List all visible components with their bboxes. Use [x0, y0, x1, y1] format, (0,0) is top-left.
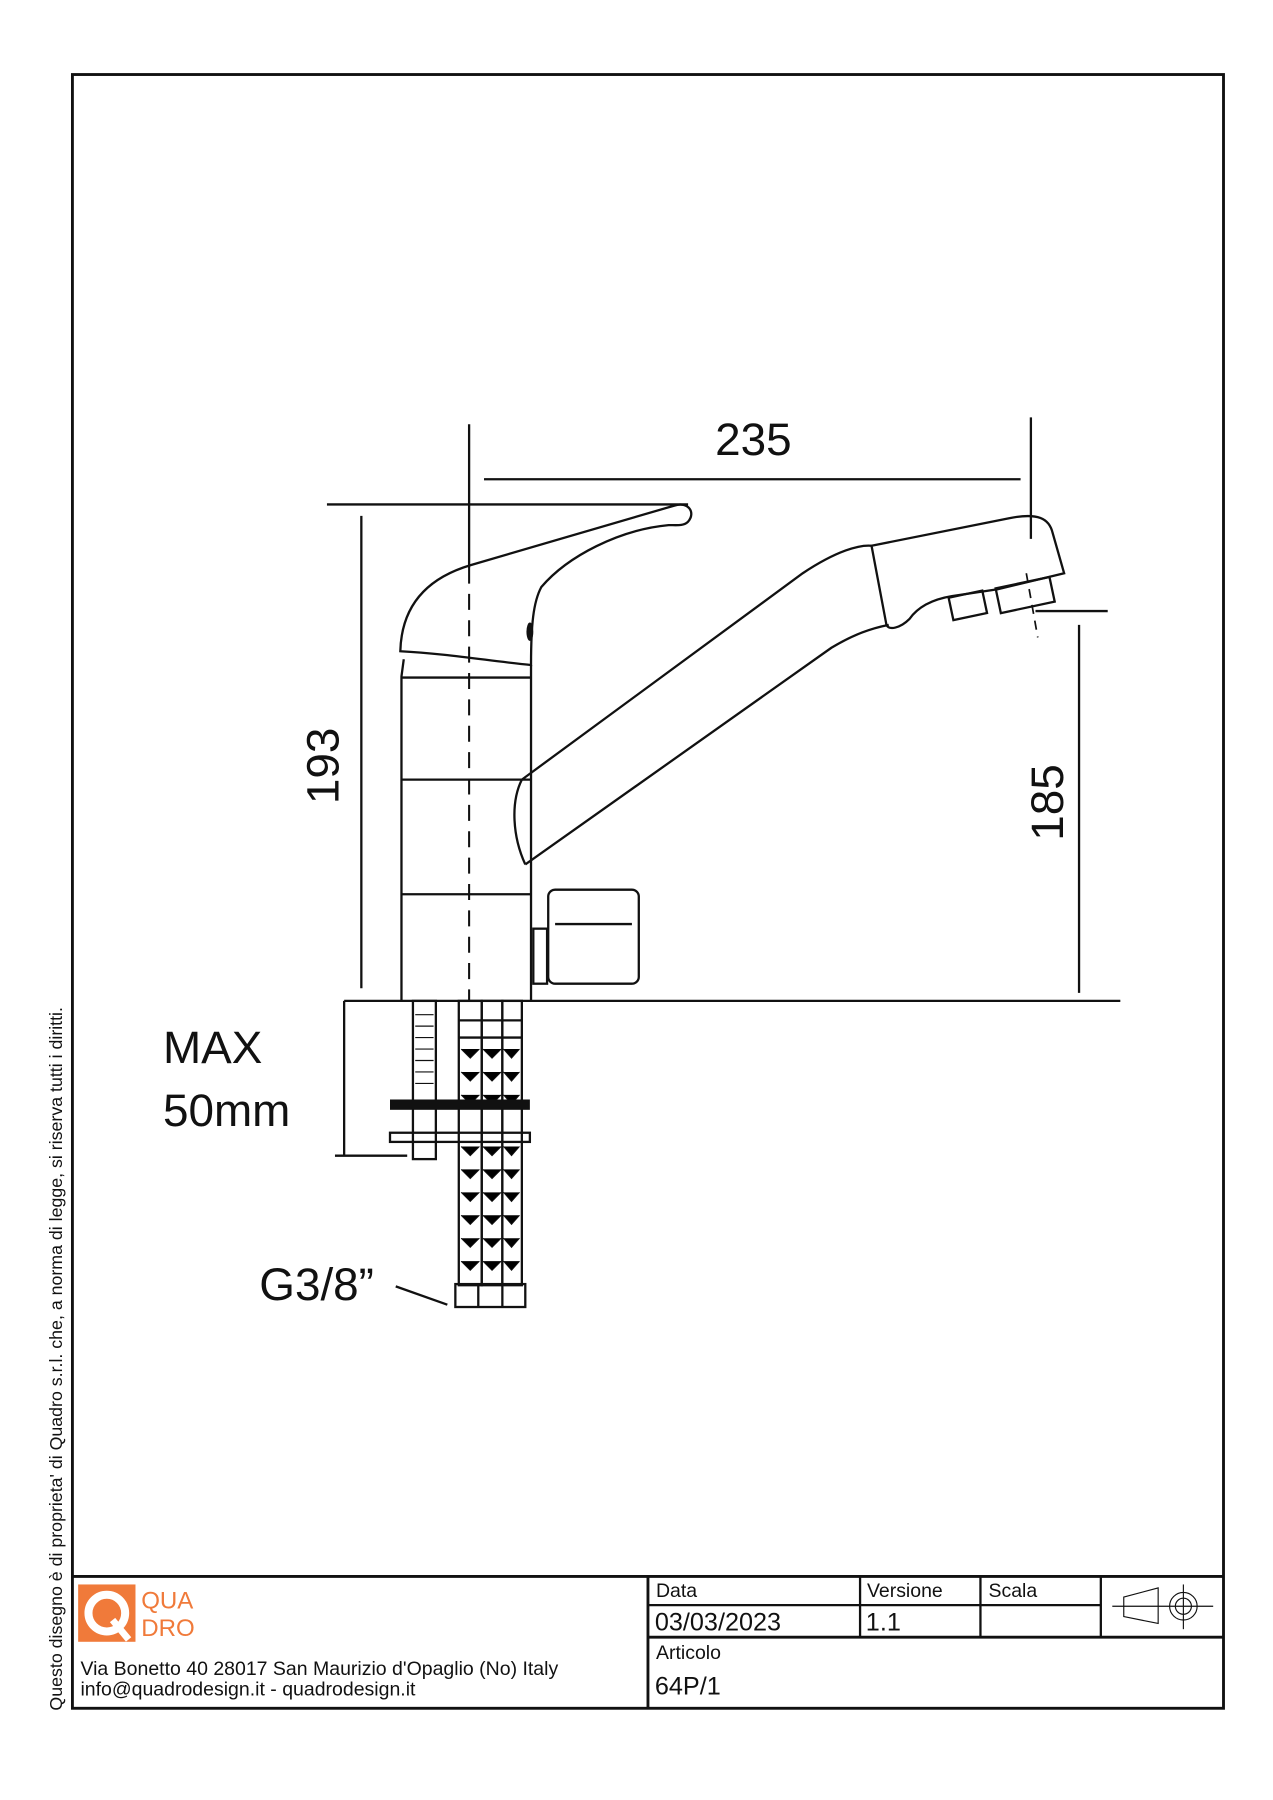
projection-symbol-icon	[1112, 1584, 1214, 1630]
title-block: QUA DRO Via Bonetto 40 28017 San Maurizi…	[72, 1575, 1224, 1709]
faucet-drawing	[344, 503, 1121, 1309]
supply-hoses	[454, 999, 527, 1309]
handle-screw-icon	[526, 622, 534, 641]
copyright-notice: Questo disegno è di proprieta' di Quadro…	[46, 1007, 66, 1711]
version-value: 1.1	[866, 1608, 901, 1636]
connection-callout: G3/8”	[259, 1258, 448, 1310]
company-contact: info@quadrodesign.it - quadrodesign.it	[80, 1679, 416, 1701]
article-value: 64P/1	[655, 1673, 721, 1701]
spray-head	[870, 514, 1066, 630]
svg-text:QUA: QUA	[141, 1588, 193, 1615]
washer	[388, 1131, 532, 1144]
dimension-193: 193	[296, 503, 689, 989]
scale-label: Scala	[988, 1580, 1037, 1602]
dimension-max-thickness: MAX 50mm	[163, 1000, 408, 1157]
article-label: Articolo	[656, 1642, 721, 1664]
date-value: 03/03/2023	[655, 1608, 781, 1636]
svg-text:185: 185	[1021, 764, 1073, 840]
dimension-185: 185	[1021, 609, 1108, 993]
company-address: Via Bonetto 40 28017 San Maurizio d'Opag…	[80, 1658, 558, 1680]
quadro-logo: QUA DRO	[78, 1584, 195, 1642]
threaded-rod	[411, 999, 438, 1161]
svg-text:235: 235	[715, 413, 791, 465]
side-valve	[547, 888, 640, 985]
svg-text:50mm: 50mm	[163, 1084, 290, 1136]
fixing-plate	[390, 1099, 530, 1110]
svg-text:MAX: MAX	[163, 1021, 262, 1073]
version-label: Versione	[867, 1580, 943, 1602]
faucet-spout	[513, 544, 889, 866]
faucet-lever-handle	[399, 503, 693, 667]
svg-text:DRO: DRO	[141, 1615, 194, 1642]
date-label: Data	[656, 1580, 697, 1602]
svg-text:G3/8”: G3/8”	[259, 1258, 374, 1310]
svg-text:193: 193	[296, 728, 348, 805]
faucet-body	[400, 659, 533, 1001]
drawing-frame	[70, 73, 1225, 1710]
dimension-235: 235	[467, 413, 1033, 568]
